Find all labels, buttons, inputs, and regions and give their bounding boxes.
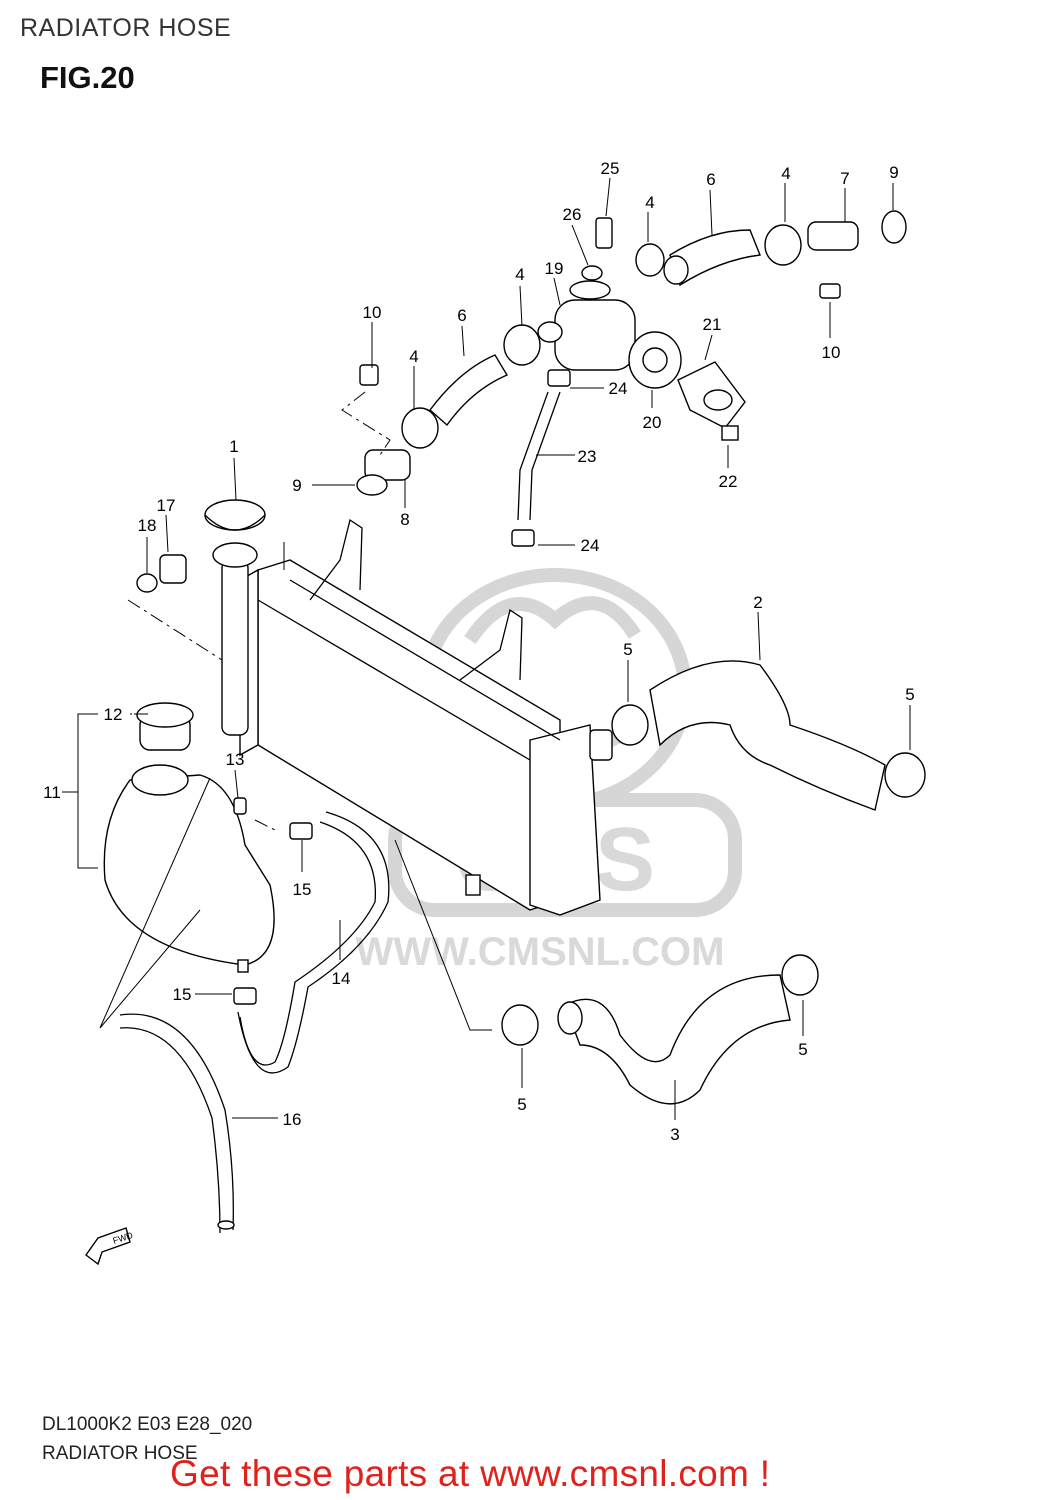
callout-11: 11 — [43, 783, 61, 802]
figure-label: FIG.20 — [40, 60, 135, 95]
watermark-url: WWW.CMSNL.COM — [356, 930, 725, 974]
callout-18: 18 — [138, 516, 157, 535]
temperature-sensor — [136, 554, 187, 593]
callout-4: 4 — [409, 347, 418, 366]
callout-labels: 25 26 19 4 4 6 4 7 9 10 21 20 22 24 23 2… — [43, 159, 915, 1144]
callout-16: 16 — [283, 1110, 302, 1129]
callout-4: 4 — [645, 193, 654, 212]
upper-hose-left — [341, 324, 541, 496]
callout-20: 20 — [643, 413, 662, 432]
callout-10: 10 — [363, 303, 382, 322]
callout-5: 5 — [623, 640, 632, 659]
callout-5: 5 — [798, 1040, 807, 1059]
diagram-code: DL1000K2 E03 E28_020 — [42, 1414, 253, 1435]
callout-9: 9 — [292, 476, 301, 495]
callout-5: 5 — [905, 685, 914, 704]
callout-26: 26 — [563, 205, 582, 224]
radiator-cap — [204, 499, 266, 531]
upper-hose-right — [635, 210, 907, 299]
callout-25: 25 — [601, 159, 620, 178]
callout-21: 21 — [703, 315, 722, 334]
callout-15: 15 — [293, 880, 312, 899]
radiator-hose-3 — [501, 954, 819, 1105]
callout-9: 9 — [889, 163, 898, 182]
callout-13: 13 — [226, 750, 245, 769]
radiator — [212, 518, 613, 916]
bypass-hose — [511, 369, 571, 547]
callout-1: 1 — [229, 437, 238, 456]
callout-7: 7 — [840, 169, 849, 188]
callout-6: 6 — [457, 306, 466, 325]
callout-24: 24 — [581, 536, 600, 555]
thermostat-housing — [537, 217, 746, 441]
reserve-tank — [103, 702, 275, 973]
callout-6: 6 — [706, 170, 715, 189]
overflow-hose — [119, 1013, 235, 1234]
callout-8: 8 — [400, 510, 409, 529]
radiator-hose-2 — [611, 660, 926, 811]
callout-4: 4 — [781, 164, 790, 183]
callout-4: 4 — [515, 265, 524, 284]
callout-15: 15 — [173, 985, 192, 1004]
callout-5: 5 — [517, 1095, 526, 1114]
callout-24: 24 — [609, 379, 628, 398]
leader-lines — [62, 177, 911, 1120]
callout-2: 2 — [753, 593, 762, 612]
callout-3: 3 — [670, 1125, 679, 1144]
reserve-hose — [233, 811, 390, 1074]
callout-19: 19 — [545, 259, 564, 278]
footer-title: RADIATOR HOSE — [42, 1443, 198, 1464]
callout-10: 10 — [822, 343, 841, 362]
fwd-arrow-icon: FWD — [85, 1227, 135, 1266]
callout-17: 17 — [157, 496, 176, 515]
callout-14: 14 — [332, 969, 351, 988]
promo-link[interactable]: Get these parts at www.cmsnl.com ! — [170, 1453, 771, 1494]
callout-22: 22 — [719, 472, 738, 491]
callout-12: 12 — [104, 705, 123, 724]
section-title: RADIATOR HOSE — [20, 14, 232, 42]
callout-23: 23 — [578, 447, 597, 466]
